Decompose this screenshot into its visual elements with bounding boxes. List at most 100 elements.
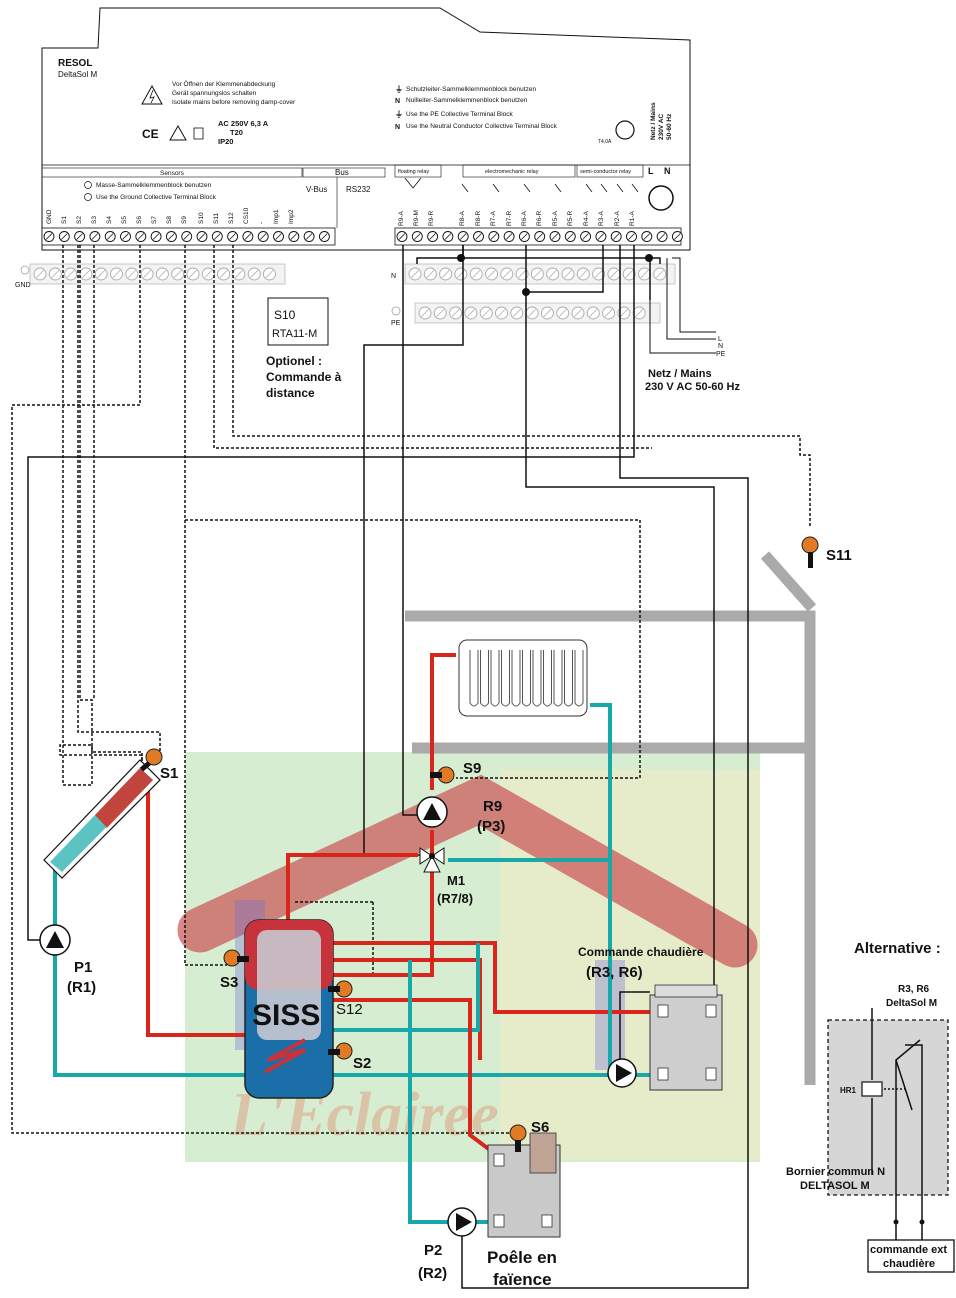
sensors-header: Sensors <box>160 170 185 177</box>
label-P3: (P3) <box>477 818 505 835</box>
n-terminal-screw-slot <box>472 270 481 278</box>
mains-vertical-1: Netz / Mains <box>650 102 657 140</box>
ground-en: Use the Ground Collective Terminal Block <box>96 194 217 201</box>
label-P1: P1 <box>74 959 92 976</box>
sensor-terminal-labels: GND S1 S2 S3 S4 S5 S6 S7 S8 S9 S10 S11 S… <box>46 207 295 224</box>
n-terminal-screw-slot <box>625 270 634 278</box>
gnd-terminal-screw-slot <box>265 270 274 278</box>
mains-caption-2: 230 V AC 50-60 Hz <box>645 381 740 393</box>
label-R1: (R1) <box>67 979 96 996</box>
n-strip-label: N <box>391 273 396 280</box>
label-boiler-title: Commande chaudière <box>578 945 704 959</box>
relay-terminal-screw-slot <box>567 233 574 240</box>
relay-terminal-screw-slot <box>444 233 452 240</box>
sensor-term-2: S2 <box>76 216 83 224</box>
model-name: DeltaSol M <box>58 70 97 79</box>
sensor-term-9: S9 <box>181 216 188 224</box>
alternative-bornier-1: Bornier commun N <box>786 1166 885 1178</box>
electromechanic-relay-label: electromechanic relay <box>485 169 539 175</box>
alternative-controller: DeltaSol M <box>886 998 937 1009</box>
sensor-terminal-screw-slot <box>61 233 68 240</box>
relay-term-5: R7-A <box>490 211 497 226</box>
relay-terminal-screw-slot <box>643 233 651 240</box>
relay-term-14: R1-A <box>629 211 636 226</box>
pe-terminal-screw-slot <box>558 309 567 317</box>
sensor-terminal-screw-slot <box>244 233 252 240</box>
n-terminal-screw-slot <box>610 270 618 278</box>
wiring <box>11 245 811 1289</box>
pump-P1 <box>39 924 71 956</box>
relay-term-9: R5-A <box>552 211 559 226</box>
esd-icon <box>169 124 187 141</box>
warning-de-2: Gerät spannungslos schalten <box>172 90 257 97</box>
pe-de: Schutzleiter-Sammelklemmenblock benutzen <box>406 86 536 93</box>
n-terminal-screw-slot <box>502 270 511 278</box>
floating-relay-label: floating relay <box>398 169 429 175</box>
relay-term-1: R9-M <box>413 210 420 226</box>
relay-term-6: R7-R <box>506 211 513 226</box>
gnd-terminal-screw-slot <box>235 270 243 278</box>
radiator-fin <box>532 650 542 707</box>
n-terminal-screw-slot <box>655 270 664 278</box>
n-terminal-screw-slot <box>548 270 557 278</box>
radiator-fin <box>480 650 489 707</box>
mains-knob-icon <box>648 185 674 211</box>
sensor-terminal-screw-slot <box>106 233 114 240</box>
sensor-terminal-screw-slot <box>290 233 298 240</box>
relay-term-10: R5-R <box>567 211 574 226</box>
n-terminal-screw-slot <box>564 270 572 278</box>
pump-R9 <box>416 796 448 828</box>
gnd-terminal-screw-slot <box>143 270 151 278</box>
ground-de: Masse-Sammelklemmenblock benutzen <box>96 182 212 189</box>
relay-term-8: R6-R <box>536 211 543 226</box>
radiator-fin <box>501 650 510 707</box>
alternative-hr1: HR1 <box>840 1086 857 1095</box>
warning-de-1: Vor Öffnen der Klemmenabdeckung <box>172 80 276 88</box>
fuse-label: T4,0A <box>598 139 612 145</box>
relay-term-11: R4-A <box>583 211 590 226</box>
remote-caption-3: distance <box>266 386 315 400</box>
rating-3: IP20 <box>218 137 233 146</box>
relay-term-7: R6-A <box>521 211 528 226</box>
alternative-relays: R3, R6 <box>898 984 930 995</box>
n-terminal-screw-slot <box>640 270 649 278</box>
sensor-term-8: S8 <box>166 216 173 224</box>
pe-terminal-screw-slot <box>482 309 491 317</box>
component-labels: S11 S1 S9 R9 (P3) M1 (R7/8) S3 S12 S2 P1… <box>67 547 852 1289</box>
alternative-bornier-2: DELTASOL M <box>800 1180 870 1192</box>
recycle-icon <box>193 127 204 140</box>
relay-terminal-screw-slot <box>398 233 406 240</box>
remote-s10: S10 <box>274 308 296 322</box>
sensor-term-11: S11 <box>213 213 220 224</box>
relay-terminal-screw-slot <box>414 233 421 240</box>
storage-tank: SISS <box>244 919 334 1099</box>
relay-term-0: R9-A <box>398 211 405 226</box>
sensor-terminal-screw-slot <box>76 233 83 240</box>
label-S2: S2 <box>353 1055 371 1072</box>
pe-terminal-screw-slot <box>436 309 445 317</box>
relay-terminal-screw-slot <box>674 233 681 240</box>
radiator-fin <box>522 650 531 707</box>
mains-connection: L N PE Netz / Mains 230 V AC 50-60 Hz <box>645 257 740 393</box>
gnd-terminal-screw-slot <box>97 270 106 278</box>
sensor-term-12: S12 <box>228 212 235 224</box>
alternative-title: Alternative : <box>854 940 941 957</box>
pe-symbol-icon-2: ⏚ <box>395 110 403 119</box>
relay-terminal-screw-slot <box>475 233 482 240</box>
radiator-fin <box>511 650 521 707</box>
pe-terminal-screw-slot <box>543 309 552 317</box>
label-stove-1: Poêle en <box>487 1248 557 1267</box>
radiator-fin <box>553 650 563 707</box>
pe-terminal-screw-slot <box>451 309 460 317</box>
sensor-terminal-screw-slot <box>45 233 53 240</box>
n-terminal-screw-slot <box>579 270 588 278</box>
mains-PE: PE <box>716 351 726 358</box>
pe-strip-label: PE <box>391 320 401 327</box>
remote-control: S10 RTA11-M Optionel : Commande à distan… <box>266 297 342 400</box>
sensor-term-13: CS10 <box>243 207 250 224</box>
pe-terminal-screw-slot <box>604 309 613 317</box>
sensor-terminal-screw-slot <box>275 233 282 240</box>
gnd-terminal-screw-slot <box>51 270 60 278</box>
controller: RESOL DeltaSol M Vor Öffnen der Klemmena… <box>41 7 691 251</box>
